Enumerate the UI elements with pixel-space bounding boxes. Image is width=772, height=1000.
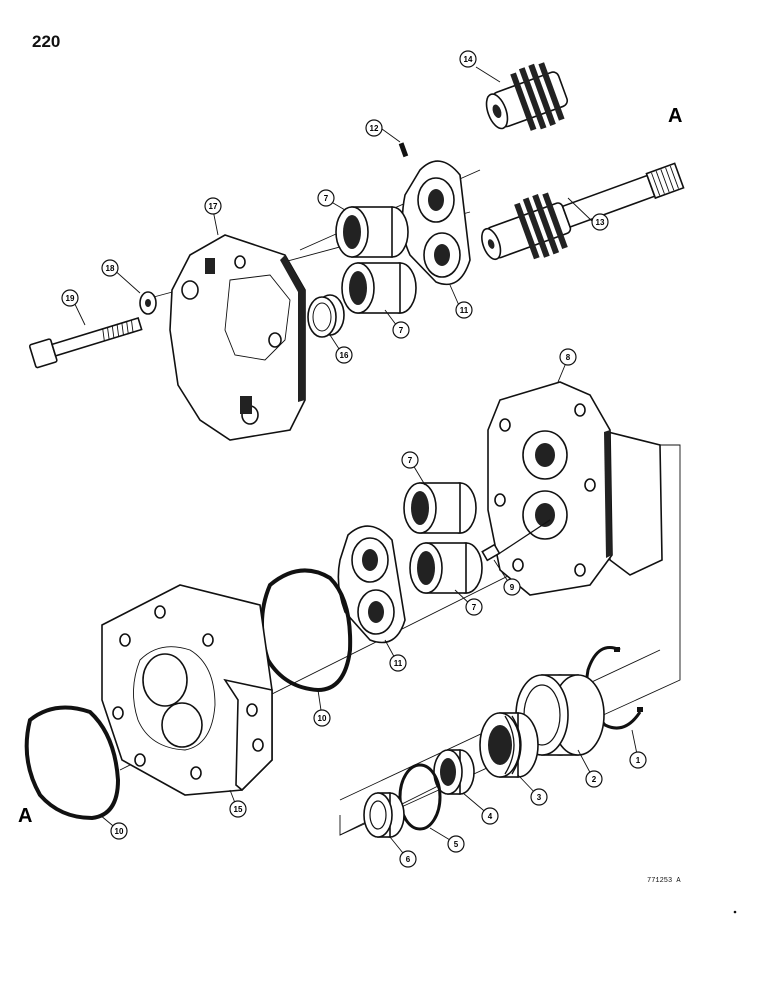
part-15-housing	[101, 584, 273, 796]
callout-18-label: 18	[106, 264, 115, 273]
callout-13: 13	[591, 213, 609, 231]
callout-17: 17	[204, 197, 222, 215]
part-17-end-cover	[169, 234, 306, 441]
callout-7-b-label: 7	[399, 326, 404, 335]
callout-7-a: 7	[317, 189, 335, 207]
callout-1-label: 1	[636, 756, 641, 765]
callout-11-a-label: 11	[460, 306, 469, 315]
callout-13-label: 13	[596, 218, 605, 227]
callout-2: 2	[585, 770, 603, 788]
callout-10-a-label: 10	[318, 714, 327, 723]
callout-7-c: 7	[401, 451, 419, 469]
part-12-pin	[398, 142, 409, 158]
callout-11-b: 11	[389, 654, 407, 672]
reference-a-top: A	[668, 105, 682, 127]
part-7-bearing-upper-a	[335, 206, 409, 258]
part-18-washer	[139, 291, 157, 315]
callout-11-b-label: 11	[394, 659, 403, 668]
callout-6-label: 6	[406, 855, 411, 864]
callout-4: 4	[481, 807, 499, 825]
callout-15-label: 15	[234, 805, 243, 814]
callout-7-c-label: 7	[408, 456, 413, 465]
figure-code: 771253 A	[647, 877, 681, 885]
callout-12-label: 12	[370, 124, 379, 133]
callout-6: 6	[399, 850, 417, 868]
callout-11-a: 11	[455, 301, 473, 319]
callout-5-label: 5	[454, 840, 459, 849]
callout-16: 16	[335, 346, 353, 364]
callout-7-a-label: 7	[324, 194, 329, 203]
callout-19: 19	[61, 289, 79, 307]
callout-10-b-label: 10	[115, 827, 124, 836]
callout-17-label: 17	[209, 202, 218, 211]
part-8-body	[487, 381, 663, 596]
part-10-seal-upper	[259, 568, 353, 693]
callout-15: 15	[229, 800, 247, 818]
callout-5: 5	[447, 835, 465, 853]
callout-7-d: 7	[465, 598, 483, 616]
part-7-bearing-lower-a	[403, 482, 477, 534]
part-19-bolt	[28, 317, 143, 369]
part-13-shaft-gear	[481, 162, 685, 261]
callout-2-label: 2	[592, 775, 597, 784]
callout-12: 12	[365, 119, 383, 137]
callout-10-a: 10	[313, 709, 331, 727]
page-number: 220	[32, 32, 61, 51]
part-9-plug	[481, 519, 551, 562]
callout-7-d-label: 7	[472, 603, 477, 612]
callout-9: 9	[503, 578, 521, 596]
part-3-seal-housing	[479, 712, 539, 778]
part-14-gear	[485, 62, 569, 131]
part-16-seal	[307, 294, 345, 338]
part-5-o-ring	[398, 763, 442, 831]
callout-10-b: 10	[110, 822, 128, 840]
callout-18: 18	[101, 259, 119, 277]
callout-9-label: 9	[510, 583, 515, 592]
callout-7-b: 7	[392, 321, 410, 339]
part-6-shaft-seal	[363, 792, 405, 838]
callout-3: 3	[530, 788, 548, 806]
callout-3-label: 3	[537, 793, 542, 802]
callout-8: 8	[559, 348, 577, 366]
part-11-wear-plate-upper	[401, 160, 471, 286]
callout-8-label: 8	[566, 353, 571, 362]
part-7-bearing-upper-b	[341, 262, 417, 314]
stray-mark	[733, 910, 737, 914]
part-7-bearing-lower-b	[409, 542, 483, 594]
callout-16-label: 16	[340, 351, 349, 360]
callout-19-label: 19	[66, 294, 75, 303]
callout-1: 1	[629, 751, 647, 769]
callout-4-label: 4	[488, 812, 493, 821]
callout-14-label: 14	[464, 55, 473, 64]
part-11-wear-plate-lower	[337, 525, 406, 644]
reference-a-bottom: A	[18, 805, 32, 827]
callout-14: 14	[459, 50, 477, 68]
part-10-seal-lower	[24, 705, 121, 821]
